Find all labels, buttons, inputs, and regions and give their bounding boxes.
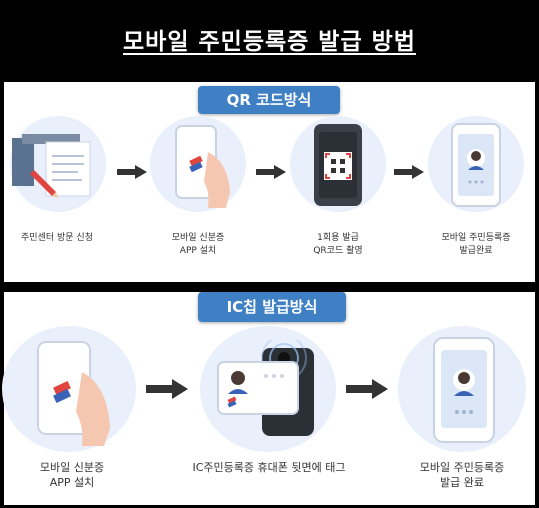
arrow-right-icon bbox=[146, 379, 188, 399]
qr-scan-icon bbox=[314, 124, 362, 206]
phone-in-hand-icon bbox=[175, 125, 230, 208]
qr-method-badge: QR 코드방식 bbox=[198, 86, 340, 114]
ic-step2-caption: IC주민등록증 휴대폰 뒷면에 태그 bbox=[192, 461, 346, 474]
arrow-right-icon bbox=[256, 165, 286, 179]
mobile-id-card-icon bbox=[433, 337, 495, 443]
mobile-id-card-icon bbox=[451, 123, 501, 207]
ic-method-panel: IC칩 발급방식 모바일 신분증 APP 설치 IC주민등록증 휴대폰 뒷면에 … bbox=[2, 292, 535, 505]
arrow-right-icon bbox=[117, 165, 147, 179]
ic-step1-caption: 모바일 신분증 APP 설치 bbox=[39, 461, 105, 489]
qr-method-panel: QR 코드방식 주민센터 방문 신청 모바일 신분증 APP 설치 bbox=[4, 82, 535, 282]
arrow-right-icon bbox=[394, 165, 424, 179]
ic-method-badge: IC칩 발급방식 bbox=[198, 292, 346, 322]
qr-step1-caption: 주민센터 방문 신청 bbox=[21, 233, 93, 243]
document-form-icon bbox=[12, 134, 91, 198]
ic-step3-caption: 모바일 주민등록증 발급 완료 bbox=[419, 461, 505, 489]
nfc-tag-icon bbox=[217, 340, 314, 436]
qr-step3-caption: 1회용 발급 QR코드 촬영 bbox=[313, 233, 363, 256]
qr-step2-caption: 모바일 신분증 APP 설치 bbox=[171, 233, 225, 256]
arrow-right-icon bbox=[346, 379, 388, 399]
phone-in-hand-icon bbox=[37, 341, 110, 446]
qr-step4-caption: 모바일 주민등록증 발급완료 bbox=[441, 233, 511, 256]
page-title: 모바일 주민등록증 발급 방법 bbox=[123, 29, 416, 55]
